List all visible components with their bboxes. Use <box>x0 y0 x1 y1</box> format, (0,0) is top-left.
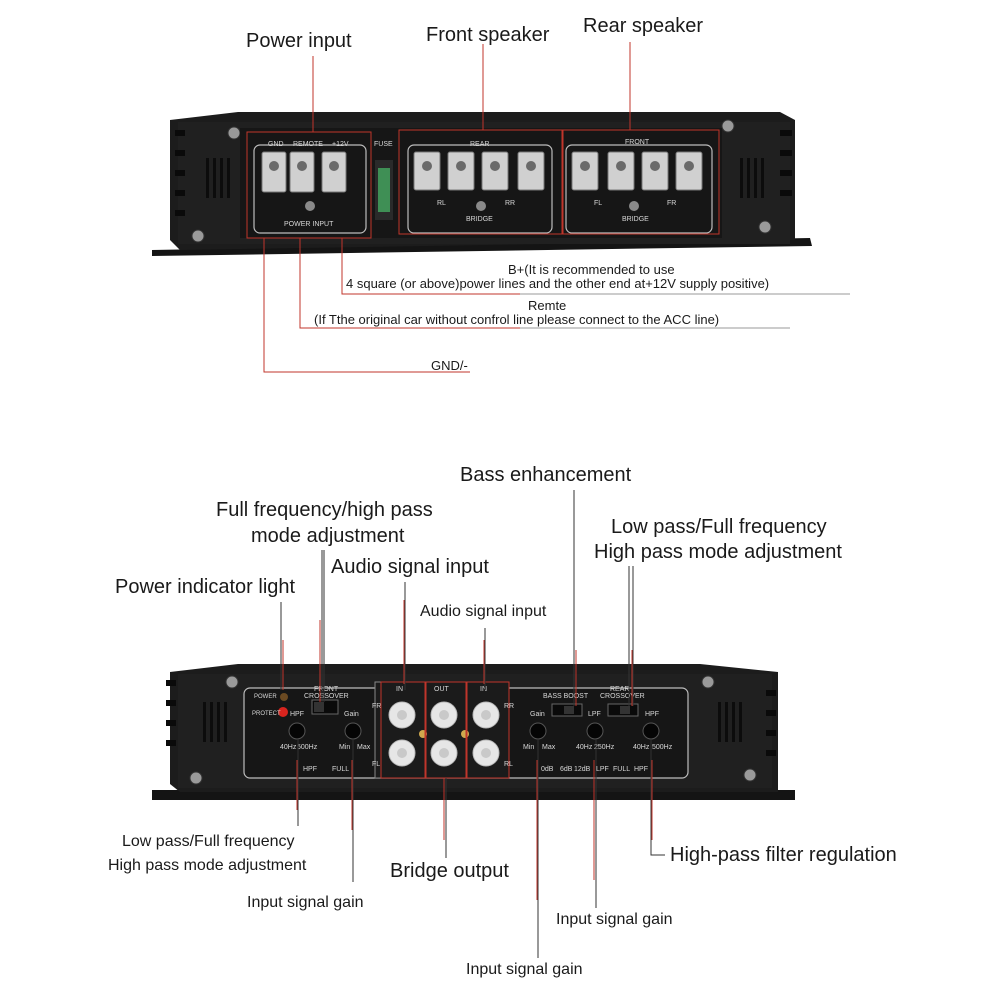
label-front-section: FRONT <box>314 686 339 693</box>
label-gain-front: Gain <box>344 711 359 718</box>
callout-bass-enhancement: Bass enhancement <box>460 464 632 486</box>
top-callout-lines <box>263 42 631 373</box>
label-rear-section: REAR <box>610 686 629 693</box>
label-bridge-rear: BRIDGE <box>466 216 493 223</box>
label-fr: FR <box>667 200 676 207</box>
callout-lowpass-top-line2: High pass mode adjustment <box>594 541 842 563</box>
label-40hz-lpf: 40Hz <box>576 744 593 751</box>
callout-remote-line1: Remte <box>528 298 567 313</box>
label-hpf-rear-bottom: HPF <box>634 766 648 773</box>
label-gnd: GND <box>268 141 284 148</box>
callout-power-indicator: Power indicator light <box>115 576 296 598</box>
callout-gnd: GND/- <box>431 358 468 373</box>
label-hpf-front: HPF <box>290 711 304 718</box>
label-in-left: IN <box>396 686 403 693</box>
callout-bplus-line2: 4 square (or above)power lines and the o… <box>346 276 770 291</box>
label-remote: REMOTE <box>293 141 323 148</box>
label-lpf-rear: LPF <box>588 711 601 718</box>
label-40hz-hpf: 40Hz <box>633 744 650 751</box>
label-full-rear: FULL <box>613 766 630 773</box>
callout-lowpass-top-line1: Low pass/Full frequency <box>611 516 827 538</box>
callout-gain-mid: Input signal gain <box>556 911 673 928</box>
top-amplifier: GND REMOTE +12V FUSE POWER INPUT REAR FR… <box>152 112 812 256</box>
label-front-panel: FRONT <box>625 139 650 146</box>
callout-power-input: Power input <box>246 30 352 52</box>
label-power-led: POWER <box>254 694 277 700</box>
callout-audio-input-small: Audio signal input <box>420 603 547 620</box>
callout-full-freq-line2: mode adjustment <box>251 525 405 547</box>
callout-rear-speaker: Rear speaker <box>583 15 704 37</box>
label-fr-rca: FR <box>372 703 381 710</box>
label-lpf-rear-bottom: LPF <box>596 766 609 773</box>
label-rr: RR <box>505 200 515 207</box>
callout-audio-input-main: Audio signal input <box>331 556 489 578</box>
label-max-rear: Max <box>542 744 556 751</box>
label-min-rear: Min <box>523 744 534 751</box>
callout-gain-left: Input signal gain <box>247 894 364 911</box>
label-fuse: FUSE <box>374 141 393 148</box>
label-hpf-front-bottom: HPF <box>303 766 317 773</box>
label-crossover-rear: CROSSOVER <box>600 693 645 700</box>
callout-lowpass-left-line1: Low pass/Full frequency <box>122 833 295 850</box>
label-bass-boost: BASS BOOST <box>543 693 589 700</box>
callout-full-freq-line1: Full frequency/high pass <box>216 499 433 521</box>
label-6db: 6dB <box>560 766 573 773</box>
callout-front-speaker: Front speaker <box>426 24 550 46</box>
label-crossover-front: CROSSOVER <box>304 693 349 700</box>
label-in-right: IN <box>480 686 487 693</box>
callout-bplus-line1: B+(It is recommended to use <box>508 262 675 277</box>
label-min-front: Min <box>339 744 350 751</box>
label-gain-rear: Gain <box>530 711 545 718</box>
label-500hz-front: 500Hz <box>297 744 318 751</box>
callout-hpf-regulation: High-pass filter regulation <box>670 844 897 866</box>
label-40hz-front: 40Hz <box>280 744 297 751</box>
callout-gain-bottom: Input signal gain <box>466 961 583 978</box>
callout-remote-line2: (If Tthe original car without confrol li… <box>314 312 720 327</box>
label-0db: 0dB <box>541 766 554 773</box>
label-out: OUT <box>434 686 450 693</box>
label-rl: RL <box>437 200 446 207</box>
label-power-input-panel: POWER INPUT <box>284 221 334 228</box>
label-max-front: Max <box>357 744 371 751</box>
bottom-amplifier: POWER PROTECT FRONT CROSSOVER HPF Gain 4… <box>152 664 795 800</box>
label-hpf-rear: HPF <box>645 711 659 718</box>
label-fl: FL <box>594 200 602 207</box>
label-bridge-front: BRIDGE <box>622 216 649 223</box>
callout-bridge-output: Bridge output <box>390 860 509 882</box>
label-rear-panel: REAR <box>470 141 489 148</box>
label-protect-led: PROTECT <box>252 711 281 717</box>
callout-lowpass-left-line2: High pass mode adjustment <box>108 857 307 874</box>
bottom-callout-lines <box>280 490 665 958</box>
label-fl-rca: FL <box>372 761 380 768</box>
label-250hz: 250Hz <box>594 744 615 751</box>
label-full-front: FULL <box>332 766 349 773</box>
label-500hz-rear: 500Hz <box>652 744 673 751</box>
label-12v: +12V <box>332 141 349 148</box>
label-12db: 12dB <box>574 766 591 773</box>
